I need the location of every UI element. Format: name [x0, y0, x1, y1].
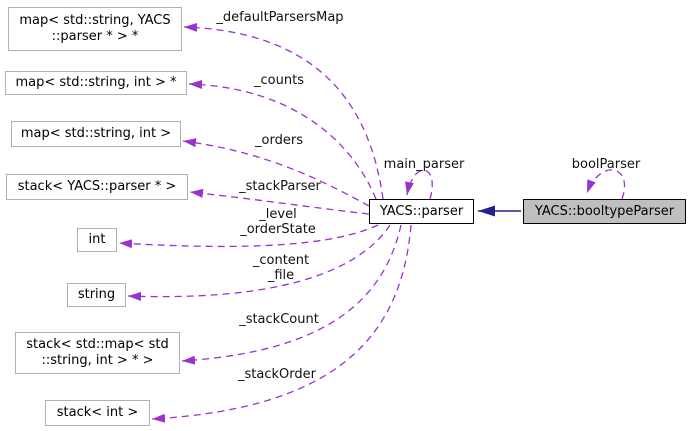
node-stack-int: stack< int > [45, 400, 150, 426]
edge-main-parser-self-loop-icon [405, 169, 433, 200]
node-stack-yacs-parser-ptr: stack< YACS::parser * > [6, 174, 188, 200]
node-string: string [67, 283, 126, 307]
edge-stack-parser-icon [189, 188, 370, 215]
edge-label-counts: _counts [254, 73, 304, 88]
node-yacs-parser[interactable]: YACS::parser [369, 199, 474, 224]
edge-label-content-file: _content _file [252, 253, 310, 283]
edge-content-file-icon [127, 224, 391, 301]
node-stack-map-string-int: stack< std::map< std ::string, int > * > [15, 332, 180, 374]
edge-label-stack-parser: _stackParser [239, 179, 321, 194]
edge-label-stack-count: _stackCount [239, 312, 319, 327]
edge-label-stack-order: _stackOrder [238, 367, 316, 382]
node-map-string-int: map< std::string, int > [11, 121, 181, 147]
edge-level-order-state-icon [118, 224, 379, 249]
edge-label-bool-parser: boolParser [571, 157, 641, 172]
edge-label-main-parser: main_parser [383, 157, 465, 172]
edge-counts-icon [188, 79, 377, 200]
node-int: int [77, 228, 117, 252]
edge-label-orders: _orders [255, 133, 303, 148]
node-map-string-int-ptr: map< std::string, int > * [5, 71, 187, 95]
edge-bool-parser-self-loop-icon [586, 169, 626, 200]
edge-label-default-parsers-map: _defaultParsersMap [216, 10, 344, 25]
edge-label-level-order-state: _level _orderState [240, 207, 316, 237]
node-map-string-yacs-parser: map< std::string, YACS ::parser * > * [8, 7, 182, 51]
edge-default-parsers-map-icon [183, 22, 384, 200]
edge-stack-order-icon [151, 224, 412, 423]
node-yacs-booltypeparser: YACS::booltypeParser [523, 199, 686, 224]
edge-orders-icon [182, 138, 370, 207]
edge-stack-count-icon [181, 224, 402, 365]
